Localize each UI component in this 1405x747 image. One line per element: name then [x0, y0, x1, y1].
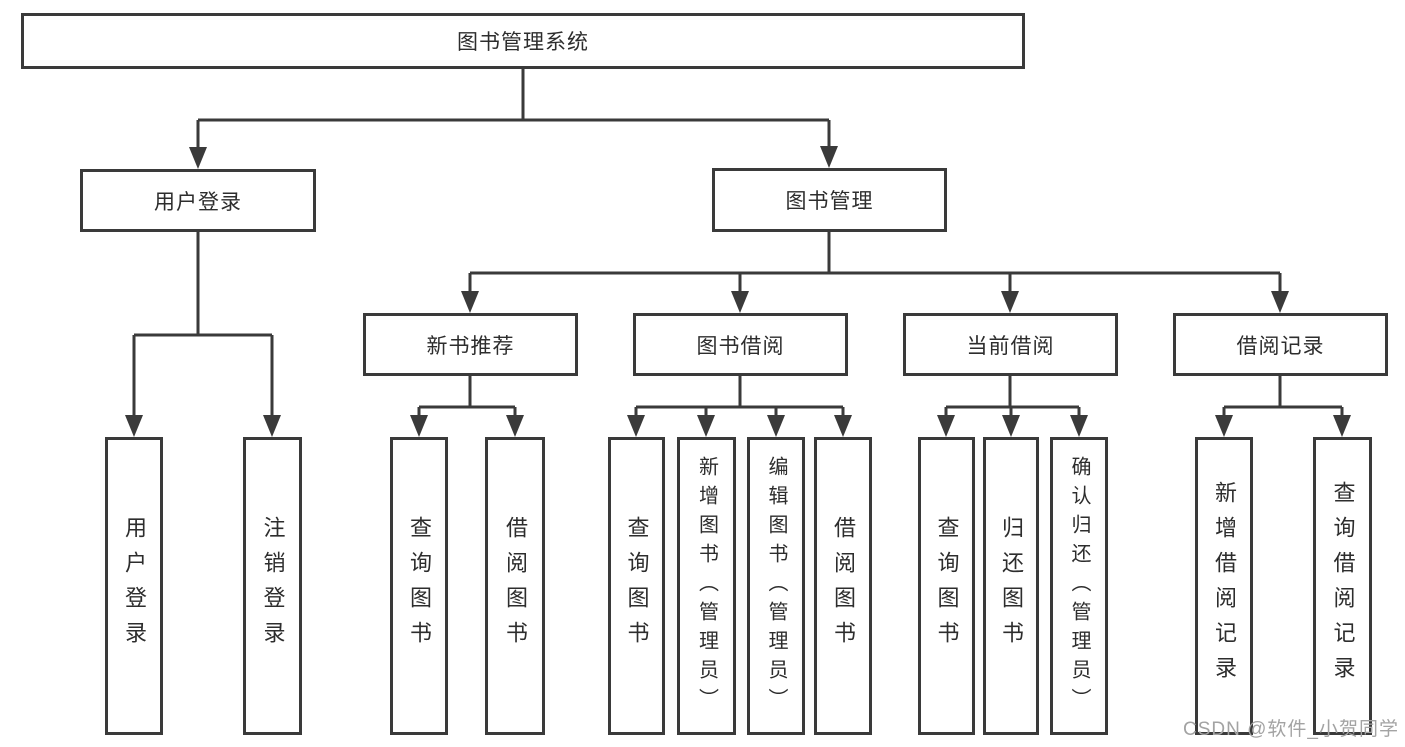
node-library-management-system: 图书管理系统 [21, 13, 1025, 69]
node-book-management: 图书管理 [712, 168, 947, 232]
leaf-query-borrow-record-label: 查询借阅记录 [1330, 481, 1356, 691]
node-new-book-recommend: 新书推荐 [363, 313, 578, 376]
leaf-confirm-return-admin-label: 确认归还（管理员） [1068, 455, 1090, 717]
leaf-logout-label: 注销登录 [260, 516, 286, 656]
leaf-query-books-recommend-label: 查询图书 [407, 516, 432, 656]
node-current-borrow: 当前借阅 [903, 313, 1118, 376]
leaf-user-login-label: 用户登录 [122, 516, 147, 656]
node-borrow-records: 借阅记录 [1173, 313, 1388, 376]
leaf-query-books-current-label: 查询图书 [934, 516, 960, 656]
arrowheads [125, 146, 1351, 437]
leaf-add-book-admin: 新增图书（管理员） [677, 437, 736, 735]
leaf-user-login: 用户登录 [105, 437, 163, 735]
leaf-return-books-label: 归还图书 [999, 516, 1024, 656]
leaf-borrow-books-recommend: 借阅图书 [485, 437, 545, 735]
leaf-borrow-books: 借阅图书 [814, 437, 872, 735]
leaf-add-borrow-record: 新增借阅记录 [1195, 437, 1253, 735]
leaf-add-borrow-record-label: 新增借阅记录 [1212, 481, 1237, 691]
leaf-query-books-recommend: 查询图书 [390, 437, 448, 735]
leaf-query-books-borrow-label: 查询图书 [624, 516, 650, 656]
node-book-borrow: 图书借阅 [633, 313, 848, 376]
leaf-edit-book-admin-label: 编辑图书（管理员） [765, 455, 787, 717]
leaf-return-books: 归还图书 [983, 437, 1039, 735]
leaf-confirm-return-admin: 确认归还（管理员） [1050, 437, 1108, 735]
leaf-query-books-borrow: 查询图书 [608, 437, 665, 735]
leaf-borrow-books-recommend-label: 借阅图书 [503, 516, 528, 656]
leaf-edit-book-admin: 编辑图书（管理员） [747, 437, 805, 735]
leaf-add-book-admin-label: 新增图书（管理员） [695, 455, 718, 717]
leaf-query-books-current: 查询图书 [918, 437, 975, 735]
leaf-logout: 注销登录 [243, 437, 302, 735]
node-user-login: 用户登录 [80, 169, 316, 232]
watermark: CSDN @软件_小贺同学 [1183, 719, 1399, 740]
leaf-query-borrow-record: 查询借阅记录 [1313, 437, 1372, 735]
leaf-borrow-books-label: 借阅图书 [831, 516, 856, 656]
